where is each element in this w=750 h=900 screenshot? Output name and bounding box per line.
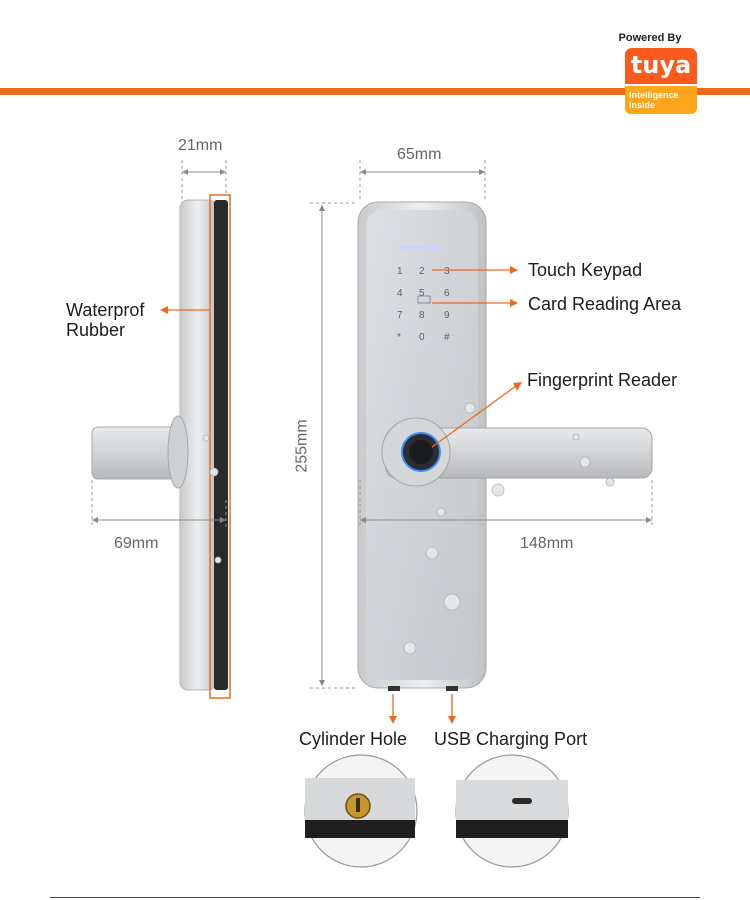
side-handle-rose xyxy=(167,415,189,489)
key-1: 1 xyxy=(397,266,403,277)
side-rubber xyxy=(214,200,228,690)
usb-slot xyxy=(446,686,458,691)
cylinder-hole-label: Cylinder Hole xyxy=(299,729,408,749)
orange-header-bar xyxy=(0,88,750,95)
key-8: 8 xyxy=(419,310,425,321)
rubber-highlight-box xyxy=(209,194,231,699)
dimension-arrowheads xyxy=(92,169,652,686)
status-light xyxy=(400,246,442,249)
key-5: 5 xyxy=(419,288,425,299)
dim-height: 255mm xyxy=(293,419,311,473)
dim-side-depth: 69mm xyxy=(114,535,159,552)
key-7: 7 xyxy=(397,310,403,321)
waterproof-line2: Rubber xyxy=(66,320,126,340)
card-icon xyxy=(417,295,431,304)
cylinder-detail xyxy=(304,754,418,868)
dim-front-width: 65mm xyxy=(397,146,442,163)
touch-keypad-label: Touch Keypad xyxy=(528,260,643,280)
side-view-lock xyxy=(91,194,231,699)
powered-by-text: Powered By xyxy=(618,32,682,44)
key-9: 9 xyxy=(444,310,450,321)
key-6: 6 xyxy=(444,288,450,299)
water-droplets xyxy=(202,402,615,655)
callout-lines xyxy=(165,269,517,720)
fingerprint-reader-label: Fingerprint Reader xyxy=(527,370,678,390)
front-view-lock xyxy=(357,201,653,691)
waterproof-line1: Waterprof xyxy=(66,300,145,320)
key-3: 3 xyxy=(444,266,450,277)
card-reading-area-label: Card Reading Area xyxy=(528,294,682,314)
cylinder-slot xyxy=(388,686,400,691)
keypad: 1 2 3 4 5 6 7 8 9 * 0 # xyxy=(397,266,450,343)
key-2: 2 xyxy=(419,266,425,277)
dimension-guides xyxy=(91,160,653,689)
dimension-lines xyxy=(92,171,652,686)
intelligence-text: Intelligence xyxy=(629,90,679,100)
usb-charging-port-label: USB Charging Port xyxy=(434,729,588,749)
inside-text: Inside xyxy=(629,100,656,110)
key-0: 0 xyxy=(419,332,425,343)
dim-handle-length: 148mm xyxy=(520,535,574,552)
tuya-badge: Powered By tuya Intelligence Inside xyxy=(598,32,702,120)
key-4: 4 xyxy=(397,288,403,299)
key-hash: # xyxy=(444,332,450,343)
dim-side-width: 21mm xyxy=(178,137,223,154)
usb-port-detail xyxy=(455,754,569,868)
fingerprint-pad xyxy=(409,440,433,464)
bottom-divider xyxy=(50,897,700,898)
callout-arrowheads xyxy=(160,266,522,724)
tuya-logo: tuya xyxy=(625,48,697,84)
key-star: * xyxy=(397,332,401,343)
fingerprint-ring xyxy=(401,432,441,472)
waterproof-rubber-label: Waterprof Rubber xyxy=(66,300,144,340)
intelligence-inside-tag: Intelligence Inside xyxy=(625,86,697,114)
